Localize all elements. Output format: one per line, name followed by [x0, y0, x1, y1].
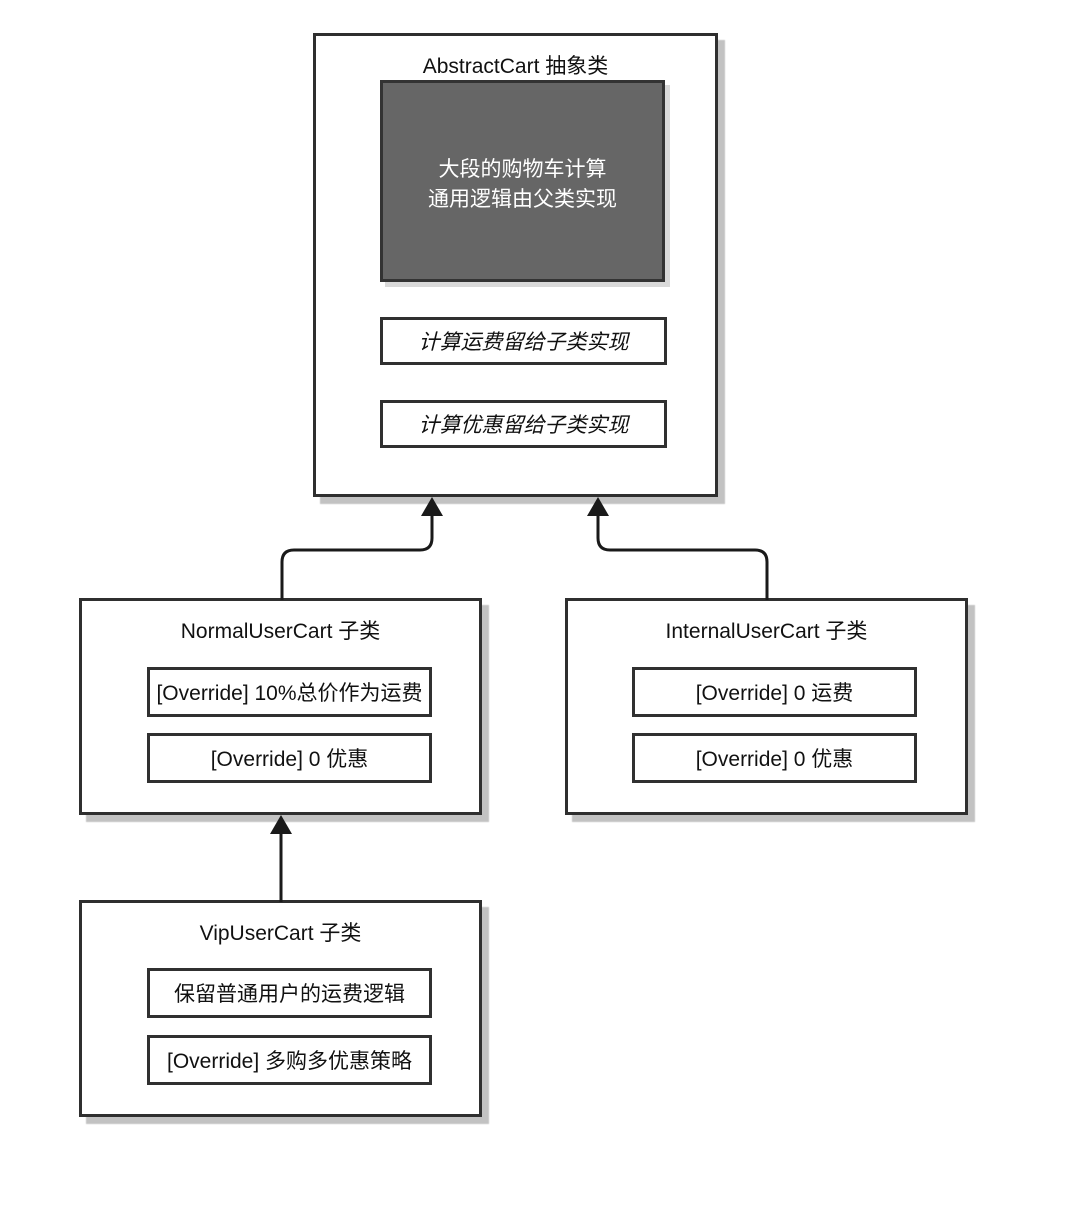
normal-user-cart-node: NormalUserCart 子类 [Override] 10%总价作为运费 [… [79, 598, 482, 815]
vip-user-cart-title: VipUserCart 子类 [199, 922, 362, 945]
internal-user-cart-discount-method: [Override] 0 优惠 [632, 733, 917, 783]
normal-to-abstract-connector [280, 513, 434, 600]
abstract-cart-title: AbstractCart 抽象类 [422, 55, 609, 78]
normal-user-cart-discount-method: [Override] 0 优惠 [147, 733, 432, 783]
normal-user-cart-shipping-method: [Override] 10%总价作为运费 [147, 667, 432, 717]
shared-logic-line-2: 通用逻辑由父类实现 [428, 188, 617, 211]
abstract-method-discount: 计算优惠留给子类实现 [380, 400, 667, 448]
shared-logic-line-1: 大段的购物车计算 [438, 158, 607, 181]
vip-user-cart-discount-method: [Override] 多购多优惠策略 [147, 1035, 432, 1085]
vip-user-cart-node: VipUserCart 子类 保留普通用户的运费逻辑 [Override] 多购… [79, 900, 482, 1117]
abstract-cart-shared-logic-box: 大段的购物车计算 通用逻辑由父类实现 [380, 80, 665, 282]
internal-user-cart-title: InternalUserCart 子类 [665, 620, 868, 643]
abstract-cart-node: AbstractCart 抽象类 大段的购物车计算 通用逻辑由父类实现 计算运费… [313, 33, 718, 497]
vip-to-normal-arrowhead [270, 815, 292, 834]
normal-user-cart-title: NormalUserCart 子类 [180, 620, 381, 643]
internal-user-cart-shipping-method: [Override] 0 运费 [632, 667, 917, 717]
internal-to-abstract-connector [596, 513, 769, 600]
internal-user-cart-node: InternalUserCart 子类 [Override] 0 运费 [Ove… [565, 598, 968, 815]
abstract-method-shipping: 计算运费留给子类实现 [380, 317, 667, 365]
internal-to-abstract-arrowhead [587, 497, 609, 516]
vip-user-cart-shipping-method: 保留普通用户的运费逻辑 [147, 968, 432, 1018]
normal-to-abstract-arrowhead [421, 497, 443, 516]
